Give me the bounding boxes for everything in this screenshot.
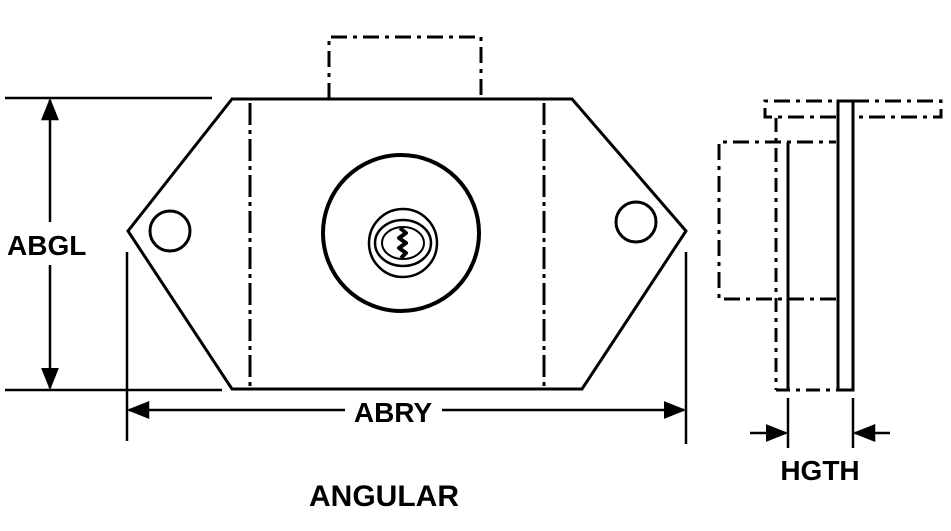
- width-dimension: [125, 252, 688, 444]
- style-caption: ANGULAR: [309, 480, 459, 513]
- front-view: [126, 35, 688, 391]
- thickness-dimension: [750, 398, 890, 448]
- side-plate: [836, 99, 855, 392]
- bolt-hidden-outline: [327, 35, 483, 99]
- lock-body-outline: [126, 97, 688, 391]
- thickness-dimension-label: HGTH: [780, 455, 859, 486]
- height-dimension: [5, 96, 222, 392]
- side-view: [717, 99, 943, 392]
- mounting-hole-left: [148, 209, 192, 253]
- keyhole-icon: [397, 226, 408, 260]
- width-dimension-label: ABRY: [354, 397, 433, 428]
- side-bolt-hidden-outline: [763, 99, 943, 119]
- lock-cylinder-outer: [321, 153, 481, 313]
- lock-cylinder-ring: [367, 207, 439, 279]
- keyway-outer: [373, 218, 433, 268]
- keyway-inner: [381, 226, 425, 260]
- height-dimension-label: ABGL: [7, 230, 86, 261]
- mounting-hole-right: [614, 200, 658, 244]
